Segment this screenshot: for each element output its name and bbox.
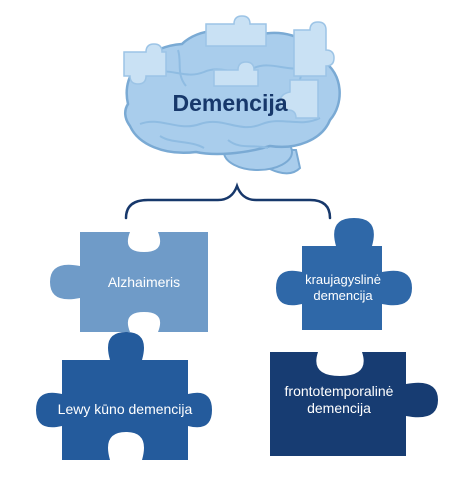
brain-puzzle-piece bbox=[293, 21, 335, 77]
curly-brace bbox=[124, 182, 332, 220]
label-lewy-kuno-demencija: Lewy kūno demencija bbox=[57, 401, 193, 418]
label-frontotemporaline-demencija: frontotemporalinė demencija bbox=[284, 382, 394, 417]
label-alzhaimeris: Alzhaimeris bbox=[107, 274, 181, 291]
puzzle-piece-frontotemporaline bbox=[270, 352, 438, 456]
puzzle-piece-kraujagysline bbox=[276, 218, 412, 330]
diagram-title: Demencija bbox=[172, 90, 288, 116]
puzzle-piece-alzhaimeris bbox=[50, 232, 208, 332]
brain-puzzle-piece bbox=[205, 15, 267, 47]
label-kraujagysline-demencija: kraujagyslinė demencija bbox=[305, 271, 381, 303]
brain-puzzle-piece bbox=[213, 61, 259, 87]
brain-icon bbox=[123, 15, 341, 175]
brain-puzzle-piece bbox=[279, 79, 319, 119]
puzzle-piece-lewy bbox=[36, 332, 212, 460]
brain-puzzle-piece bbox=[123, 43, 167, 85]
